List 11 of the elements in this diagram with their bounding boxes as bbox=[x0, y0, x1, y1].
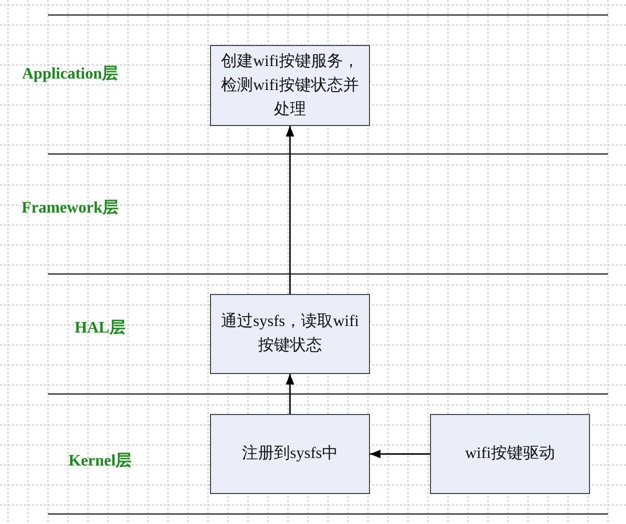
layer-label: Kernel层 bbox=[68, 452, 132, 472]
driver-box: wifi按键驱动 bbox=[430, 414, 590, 494]
layer-label: Application层 bbox=[22, 64, 118, 84]
layer-label: HAL层 bbox=[74, 318, 126, 338]
service-box: 创建wifi按键服务，检测wifi按键状态并处理 bbox=[210, 45, 370, 126]
arrow bbox=[286, 374, 294, 414]
layer-label: Framework层 bbox=[22, 198, 118, 218]
arrow bbox=[286, 126, 294, 294]
arrow bbox=[370, 450, 430, 458]
register-box: 注册到sysfs中 bbox=[210, 414, 370, 494]
hal-box: 通过sysfs，读取wifi按键状态 bbox=[210, 294, 370, 374]
